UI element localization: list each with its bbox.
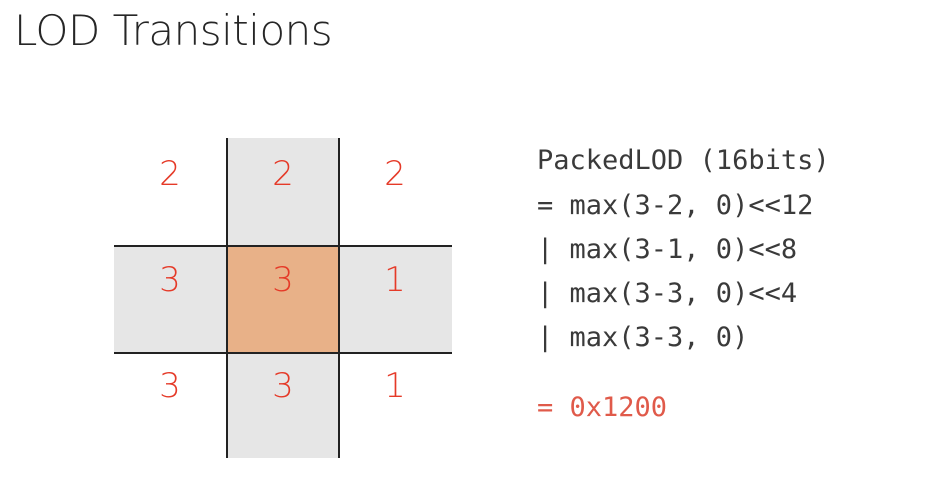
- lod-value-bottom-right: 1: [384, 366, 406, 406]
- code-line: = max(3-2, 0)<<12: [537, 190, 814, 221]
- lod-value-top-left: 2: [159, 154, 181, 194]
- lod-value-center: 3: [272, 260, 294, 300]
- code-result: = 0x1200: [537, 392, 668, 423]
- lod-value-middle-right: 1: [384, 260, 406, 300]
- lod-value-middle-left: 3: [159, 260, 181, 300]
- grid-line-horizontal-bottom: [114, 352, 452, 354]
- code-line: PackedLOD (16bits): [537, 145, 830, 176]
- top-neighbor-cell: [227, 138, 339, 246]
- left-neighbor-cell: [114, 246, 227, 353]
- code-line: | max(3-3, 0)<<4: [537, 278, 798, 309]
- code-line: | max(3-1, 0)<<8: [537, 234, 798, 265]
- grid-line-horizontal-top: [114, 245, 452, 247]
- right-neighbor-cell: [339, 246, 452, 353]
- lod-value-top-right: 2: [384, 154, 406, 194]
- slide-title: LOD Transitions: [14, 6, 333, 55]
- grid-line-vertical-right: [338, 138, 340, 458]
- code-line: | max(3-3, 0): [537, 322, 749, 353]
- grid-line-vertical-left: [226, 138, 228, 458]
- lod-value-bottom-center: 3: [272, 366, 294, 406]
- bottom-neighbor-cell: [227, 353, 339, 458]
- lod-value-bottom-left: 3: [159, 366, 181, 406]
- lod-value-top-center: 2: [272, 154, 294, 194]
- center-cell: [227, 246, 339, 353]
